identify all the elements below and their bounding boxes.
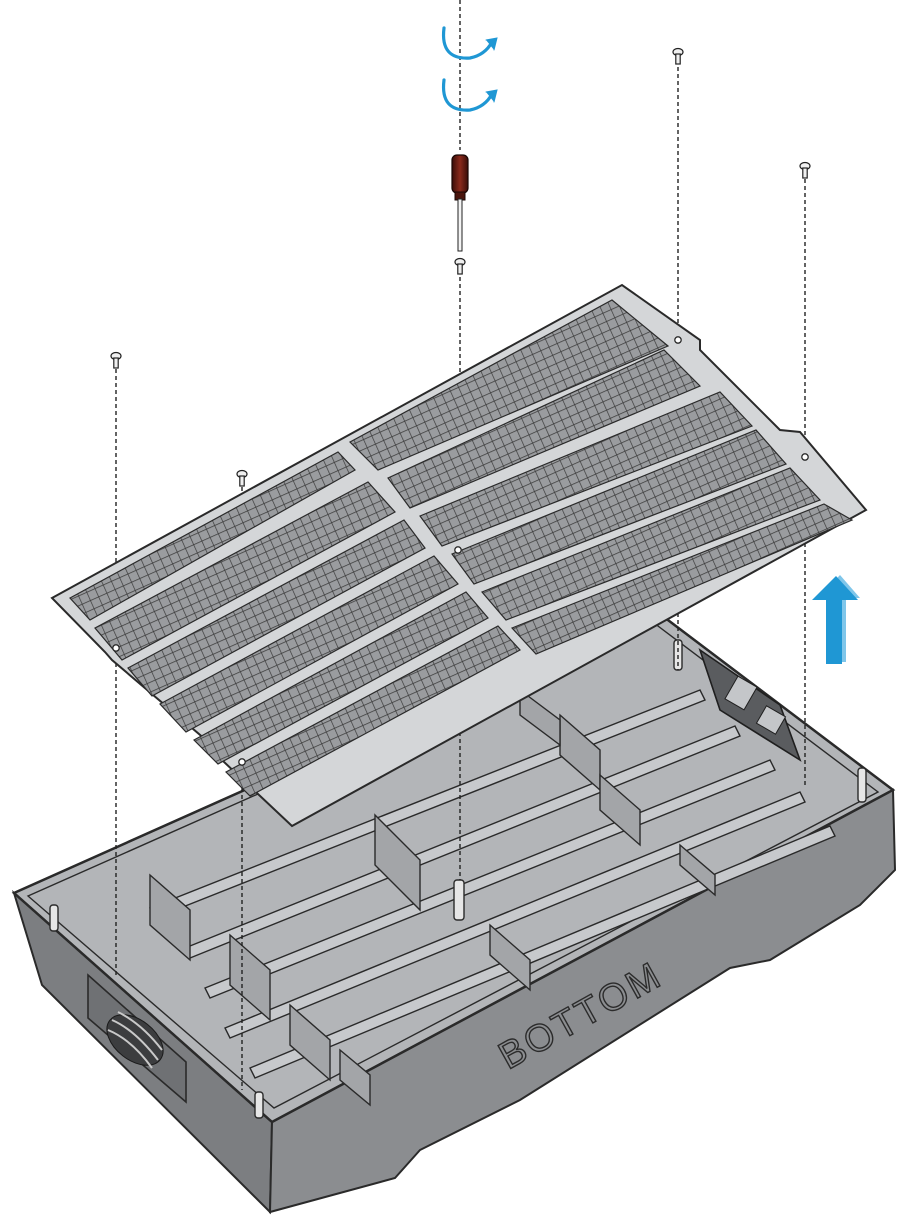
filter-panel — [50, 283, 868, 828]
screw-icon — [799, 161, 811, 179]
bottom-tray: BOTTOM — [11, 606, 897, 1215]
filter-screw-holes — [112, 336, 809, 766]
rotate-arrow-icon — [441, 26, 498, 60]
screws — [110, 47, 811, 487]
screwdriver-icon — [451, 154, 469, 252]
tray-mounting-posts — [49, 639, 867, 1119]
screw-icon — [454, 257, 466, 275]
tray-latch-block — [698, 647, 802, 762]
rotate-arrow-icon — [441, 78, 498, 112]
screw-icon — [236, 469, 248, 487]
tray-right-face — [268, 788, 897, 1214]
filter-mesh-strips — [69, 299, 854, 797]
lift-arrow-icon — [812, 575, 860, 664]
tray-side-vent — [87, 973, 187, 1104]
tray-dividers-cross — [149, 688, 716, 1107]
screw-icon — [672, 47, 684, 65]
screw-icon — [110, 351, 122, 369]
